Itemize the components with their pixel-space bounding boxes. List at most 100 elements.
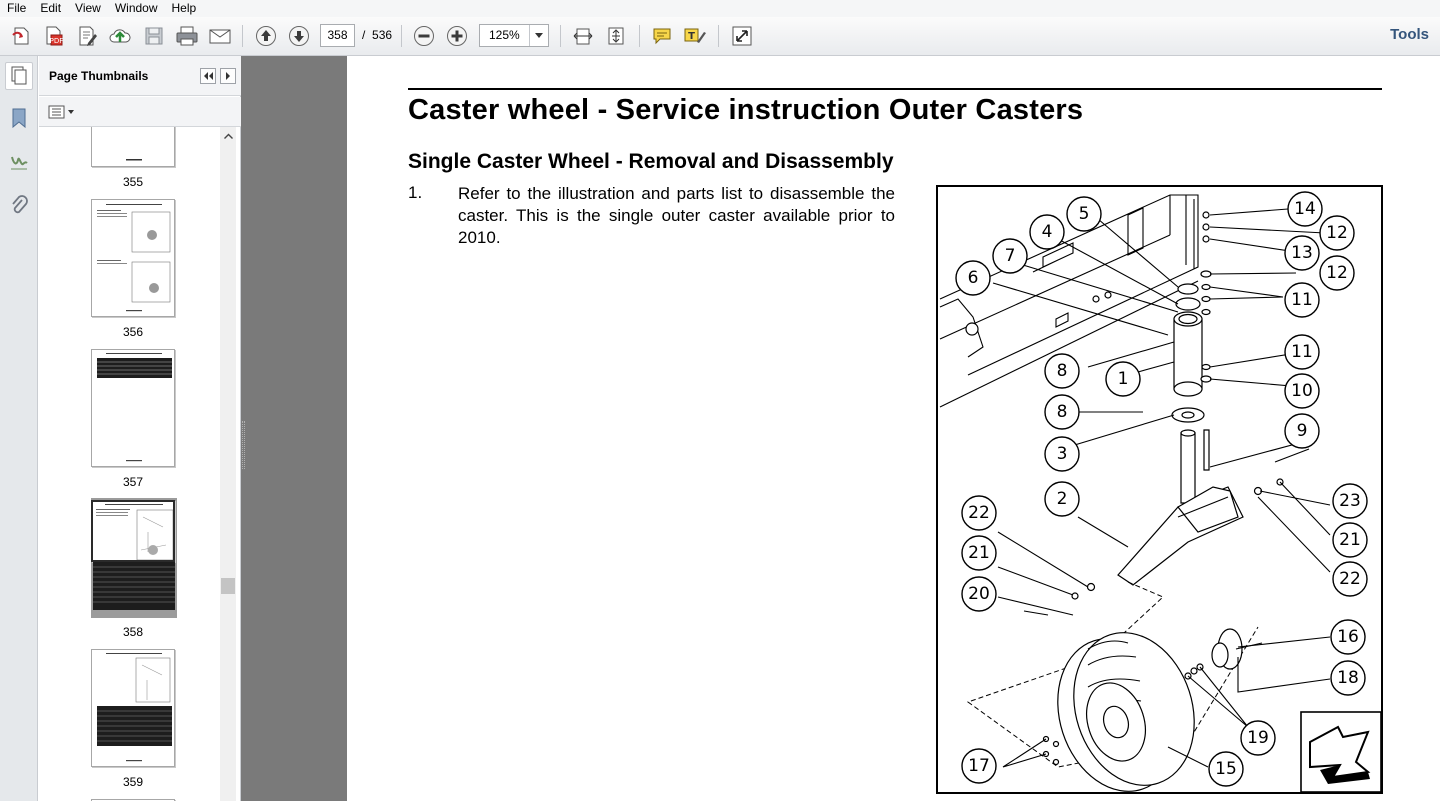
thumbnail-page[interactable] bbox=[91, 349, 175, 467]
step-number: 1. bbox=[408, 183, 423, 202]
svg-text:T: T bbox=[688, 31, 695, 42]
menu-edit[interactable]: Edit bbox=[40, 1, 62, 15]
full-screen-button[interactable] bbox=[729, 23, 755, 49]
page-thumbnails-tab[interactable] bbox=[5, 62, 33, 90]
callout-10: 10 bbox=[1284, 373, 1320, 409]
zoom-value: 125% bbox=[489, 28, 520, 42]
callout-14: 14 bbox=[1287, 191, 1323, 227]
svg-text:7: 7 bbox=[1005, 246, 1016, 266]
svg-text:14: 14 bbox=[1294, 199, 1316, 219]
combine-files-button[interactable]: PDF bbox=[41, 23, 67, 49]
svg-text:22: 22 bbox=[1339, 569, 1361, 589]
highlight-text-button[interactable]: T bbox=[682, 23, 708, 49]
zoom-out-button[interactable] bbox=[411, 23, 437, 49]
print-button[interactable] bbox=[174, 23, 200, 49]
thumbnails-panel: Page Thumbnails 355 bbox=[39, 56, 241, 801]
thumbnail-label: 357 bbox=[122, 475, 144, 489]
tools-pane-button[interactable]: Tools bbox=[1390, 26, 1429, 43]
page-separator: / bbox=[362, 28, 366, 42]
attachments-tab[interactable] bbox=[5, 192, 33, 220]
thumbnail-page[interactable] bbox=[91, 799, 175, 801]
spindle-housing bbox=[1171, 211, 1212, 504]
page-number-input[interactable]: 358 bbox=[320, 24, 355, 47]
splitter-grip[interactable] bbox=[242, 421, 245, 469]
svg-text:10: 10 bbox=[1291, 381, 1313, 401]
total-pages: 536 bbox=[372, 28, 393, 42]
thumbnail-options-button[interactable] bbox=[48, 104, 76, 120]
svg-text:PDF: PDF bbox=[50, 37, 64, 45]
callout-21: 21 bbox=[1332, 522, 1368, 558]
document-viewport[interactable]: Caster wheel - Service instruction Outer… bbox=[246, 56, 1440, 801]
menu-view[interactable]: View bbox=[75, 1, 101, 15]
menu-window[interactable]: Window bbox=[114, 1, 158, 15]
title-rule bbox=[408, 88, 1382, 90]
callout-13: 13 bbox=[1284, 235, 1320, 271]
svg-text:5: 5 bbox=[1079, 204, 1090, 224]
svg-text:13: 13 bbox=[1291, 243, 1313, 263]
next-page-button[interactable] bbox=[286, 23, 312, 49]
tire-wheel bbox=[1042, 632, 1195, 792]
thumbnails-title: Page Thumbnails bbox=[49, 69, 149, 83]
email-button[interactable] bbox=[207, 23, 233, 49]
callout-17: 17 bbox=[961, 748, 997, 784]
thumbnails-scrollbar[interactable] bbox=[220, 127, 236, 801]
fit-width-button[interactable] bbox=[570, 23, 596, 49]
thumbnail-label: 356 bbox=[122, 325, 144, 339]
svg-text:11: 11 bbox=[1291, 290, 1313, 310]
svg-text:8: 8 bbox=[1057, 402, 1068, 422]
zoom-select[interactable]: 125% bbox=[479, 24, 549, 47]
collapse-panel-button[interactable] bbox=[200, 68, 216, 84]
callout-4: 4 bbox=[1029, 214, 1065, 250]
callout-15: 15 bbox=[1208, 751, 1244, 787]
scrollbar-thumb[interactable] bbox=[221, 578, 235, 594]
step-text: Refer to the illustration and parts list… bbox=[458, 184, 895, 247]
fit-page-icon bbox=[608, 27, 624, 45]
thumbnail-page-current[interactable] bbox=[91, 500, 175, 562]
thumbnails-header: Page Thumbnails bbox=[39, 56, 241, 96]
toolbar-separator bbox=[560, 25, 561, 47]
double-chevron-left-icon bbox=[204, 72, 213, 80]
thumbnail-page[interactable] bbox=[91, 199, 175, 317]
speech-bubble-icon bbox=[653, 28, 671, 45]
upload-button[interactable] bbox=[107, 23, 133, 49]
callout-21: 21 bbox=[961, 535, 997, 571]
bookmarks-tab[interactable] bbox=[5, 104, 33, 132]
thumbnail-page[interactable] bbox=[91, 127, 175, 167]
menu-help[interactable]: Help bbox=[171, 1, 197, 15]
edit-pdf-button[interactable] bbox=[74, 23, 100, 49]
paperclip-icon bbox=[12, 195, 28, 214]
bookmark-icon bbox=[12, 108, 26, 129]
signature-icon bbox=[11, 156, 28, 170]
menu-file[interactable]: File bbox=[7, 1, 27, 15]
caster-diagram: 14 5 4 12 7 13 6 12 11 11 8 1 10 8 9 3 2 bbox=[939, 191, 1381, 792]
signatures-tab[interactable] bbox=[5, 148, 33, 176]
pdf-page: Caster wheel - Service instruction Outer… bbox=[347, 56, 1440, 801]
panel-splitter[interactable] bbox=[241, 56, 246, 801]
svg-text:4: 4 bbox=[1042, 222, 1053, 242]
callout-1: 1 bbox=[1105, 361, 1141, 397]
thumbnail-page[interactable] bbox=[91, 649, 175, 767]
callout-20: 20 bbox=[961, 576, 997, 612]
callout-3: 3 bbox=[1044, 436, 1080, 472]
fit-page-button[interactable] bbox=[603, 23, 629, 49]
svg-text:12: 12 bbox=[1326, 263, 1348, 283]
main-toolbar: PDF 358 / 536 bbox=[0, 17, 1440, 56]
menu-bar: File Edit View Window Help bbox=[0, 0, 1440, 17]
scroll-up-button[interactable] bbox=[220, 127, 236, 144]
previous-page-button[interactable] bbox=[253, 23, 279, 49]
svg-text:2: 2 bbox=[1057, 489, 1068, 509]
zoom-in-button[interactable] bbox=[444, 23, 470, 49]
svg-text:3: 3 bbox=[1057, 444, 1068, 464]
add-comment-button[interactable] bbox=[649, 23, 675, 49]
create-pdf-icon bbox=[12, 27, 29, 45]
minus-circle-icon bbox=[414, 26, 434, 46]
create-pdf-button[interactable] bbox=[8, 23, 34, 49]
chevron-down-icon[interactable] bbox=[529, 25, 548, 46]
expand-panel-button[interactable] bbox=[220, 68, 236, 84]
callout-6: 6 bbox=[955, 260, 991, 296]
svg-text:15: 15 bbox=[1215, 759, 1237, 779]
exploded-view-illustration: 14 5 4 12 7 13 6 12 11 11 8 1 10 8 9 3 2 bbox=[936, 185, 1383, 794]
save-button[interactable] bbox=[141, 23, 167, 49]
callout-22: 22 bbox=[1332, 561, 1368, 597]
chevron-right-icon bbox=[226, 72, 230, 80]
